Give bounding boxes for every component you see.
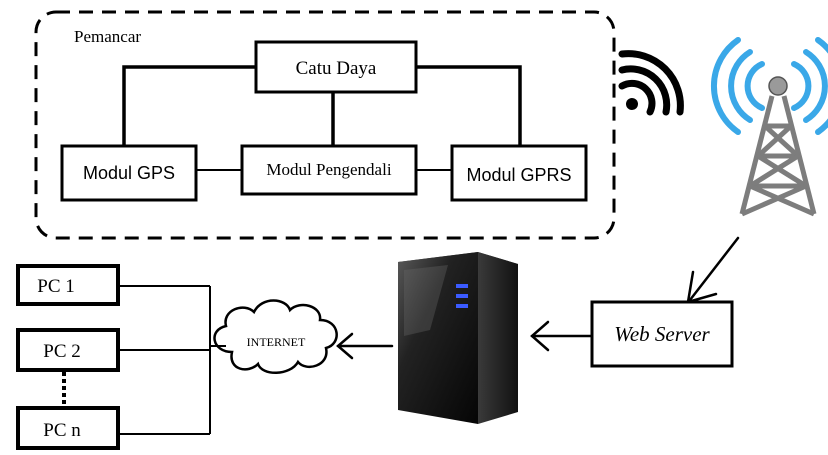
server-computer-icon [398, 252, 518, 424]
internet-cloud-icon: INTERNET [213, 299, 338, 374]
controller-module-block: Modul Pengendali [240, 144, 418, 196]
client-pc-n-label: PC n [43, 420, 81, 441]
client-pc-n: PC n [16, 406, 120, 450]
webserver-to-server-arrow [530, 320, 594, 352]
web-server-block: Web Server [590, 300, 734, 368]
wireless-signal-icon [618, 50, 684, 116]
server-to-internet-arrow [336, 332, 394, 360]
internet-label: INTERNET [247, 335, 306, 349]
client-network-bus [118, 285, 226, 435]
gps-module-block: Modul GPS [60, 144, 198, 202]
controller-module-label: Modul Pengendali [266, 160, 391, 179]
client-pc-1: PC 1 [16, 264, 120, 306]
gprs-module-label: Modul GPRS [466, 165, 571, 185]
tower-to-webserver-arrow [686, 236, 740, 304]
gprs-module-block: Modul GPRS [450, 144, 588, 202]
transmitter-connectors [122, 65, 522, 146]
power-supply-block: Catu Daya [254, 40, 418, 94]
gps-module-label: Modul GPS [83, 163, 175, 183]
power-supply-label: Catu Daya [296, 58, 377, 79]
client-pc-2: PC 2 [16, 328, 120, 372]
client-pc-1-label: PC 1 [37, 276, 75, 297]
client-pc-2-label: PC 2 [43, 341, 81, 362]
radio-tower-icon [710, 37, 828, 217]
transmitter-group-label: Pemancar [74, 27, 141, 46]
web-server-label: Web Server [614, 322, 710, 346]
